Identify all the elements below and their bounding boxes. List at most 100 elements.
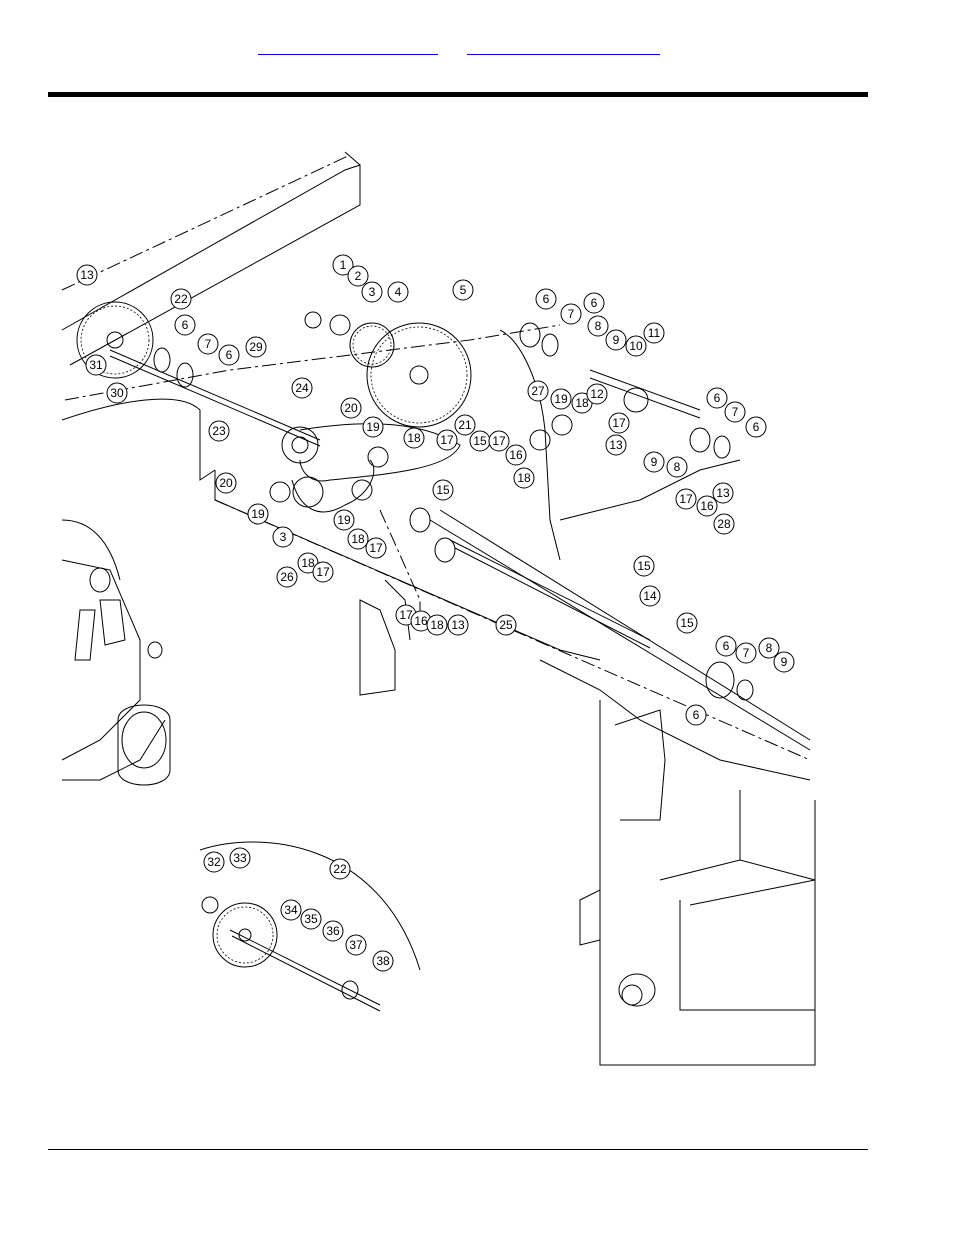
svg-text:6: 6 [753,420,760,434]
callout-15b: 15 [433,480,453,500]
callout-7: 7 [198,334,218,354]
svg-text:16: 16 [414,614,428,628]
svg-text:17: 17 [679,492,693,506]
callout-13: 13 [77,265,97,285]
callout-3: 3 [362,282,382,302]
svg-text:6: 6 [226,348,233,362]
svg-text:8: 8 [595,319,602,333]
svg-text:17: 17 [492,434,506,448]
svg-text:19: 19 [366,420,380,434]
svg-text:17: 17 [612,416,626,430]
callout-6: 6 [175,315,195,335]
svg-text:19: 19 [337,513,351,527]
svg-text:35: 35 [304,912,318,926]
callout-32: 32 [204,852,224,872]
svg-text:18: 18 [351,532,365,546]
callout-17c: 17 [366,538,386,558]
svg-text:18: 18 [407,431,421,445]
callout-8b: 8 [667,457,687,477]
callout-13d: 13 [448,615,468,635]
callout-9: 9 [606,330,626,350]
callout-17e: 17 [609,413,629,433]
callout-37: 37 [346,935,366,955]
callout-17d: 17 [313,562,333,582]
callout-26: 26 [277,567,297,587]
svg-text:12: 12 [590,387,604,401]
callout-27: 27 [528,381,548,401]
svg-text:20: 20 [219,476,233,490]
callout-6b: 6 [219,345,239,365]
callout-4: 4 [388,282,408,302]
callout-17f: 17 [676,489,696,509]
callout-19c: 19 [334,510,354,530]
frame-outline [62,152,815,1065]
callout-6h: 6 [686,705,706,725]
svg-text:17: 17 [440,433,454,447]
callout-38: 38 [373,951,393,971]
svg-text:15: 15 [637,559,651,573]
svg-text:1: 1 [340,258,347,272]
callout-18c: 18 [348,529,368,549]
callout-6f: 6 [746,417,766,437]
svg-text:7: 7 [205,337,212,351]
callout-18f: 18 [427,615,447,635]
callout-15c: 15 [634,556,654,576]
svg-text:16: 16 [509,448,523,462]
svg-text:9: 9 [613,333,620,347]
callout-10: 10 [626,336,646,356]
svg-text:28: 28 [717,517,731,531]
svg-text:9: 9 [781,655,788,669]
svg-text:9: 9 [651,455,658,469]
svg-text:7: 7 [568,307,575,321]
callout-6e: 6 [707,388,727,408]
callout-7d: 7 [736,643,756,663]
svg-text:5: 5 [460,283,467,297]
callout-5: 5 [453,280,473,300]
callout-6d: 6 [584,293,604,313]
svg-text:37: 37 [349,938,363,952]
svg-text:13: 13 [80,268,94,282]
callout-17: 17 [437,430,457,450]
callout-18: 18 [404,428,424,448]
callout-3b: 3 [273,527,293,547]
svg-text:17: 17 [369,541,383,555]
svg-text:16: 16 [700,499,714,513]
svg-text:26: 26 [280,570,294,584]
svg-text:24: 24 [295,381,309,395]
callout-33: 33 [230,848,250,868]
callout-25: 25 [496,615,516,635]
callout-19d: 19 [551,389,571,409]
callout-16: 16 [506,445,526,465]
svg-text:8: 8 [674,460,681,474]
callout-14: 14 [640,586,660,606]
callout-28: 28 [714,514,734,534]
callout-18b: 18 [514,468,534,488]
svg-text:6: 6 [543,292,550,306]
callout-2: 2 [348,266,368,286]
svg-text:27: 27 [531,384,545,398]
svg-text:32: 32 [207,855,221,869]
svg-text:22: 22 [174,292,188,306]
svg-text:7: 7 [732,405,739,419]
callouts: 13 22 6 7 6 29 31 30 23 1 2 3 4 5 24 20 … [77,255,794,971]
svg-text:19: 19 [251,507,265,521]
callout-19: 19 [363,417,383,437]
callout-21: 21 [455,415,475,435]
svg-text:8: 8 [766,641,773,655]
svg-text:15: 15 [680,616,694,630]
svg-text:13: 13 [451,618,465,632]
callout-9b: 9 [644,452,664,472]
svg-text:38: 38 [376,954,390,968]
svg-text:17: 17 [316,565,330,579]
svg-text:3: 3 [369,285,376,299]
callout-34: 34 [281,900,301,920]
callout-31: 31 [86,355,106,375]
callout-35: 35 [301,909,321,929]
svg-text:3: 3 [280,530,287,544]
svg-text:31: 31 [89,358,103,372]
svg-text:13: 13 [609,438,623,452]
callout-19b: 19 [248,504,268,524]
svg-text:18: 18 [430,618,444,632]
svg-text:15: 15 [436,483,450,497]
